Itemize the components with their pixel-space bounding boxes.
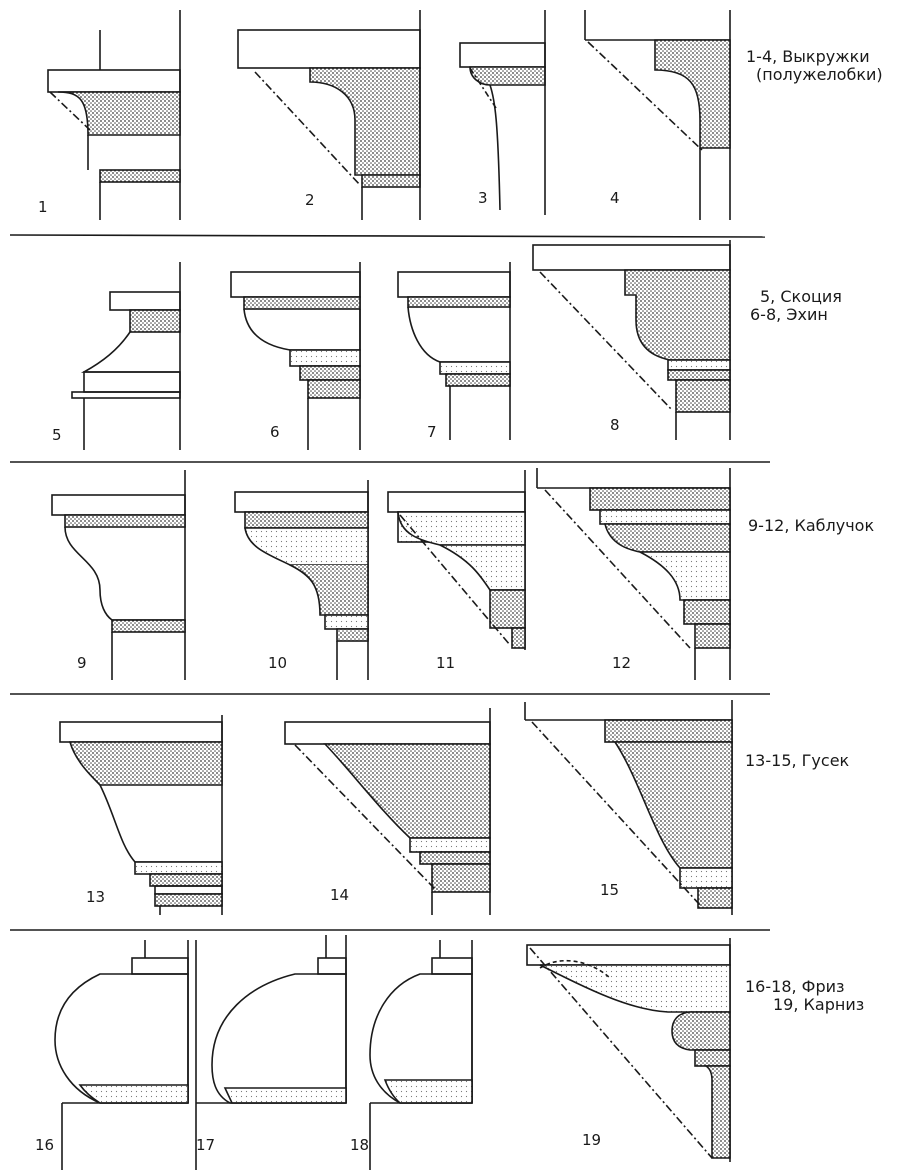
- figure-number-17: 17: [196, 1136, 215, 1154]
- figure-number-6: 6: [270, 423, 280, 441]
- figure-number-3: 3: [478, 189, 488, 207]
- section-divider: [9, 234, 766, 238]
- figure-number-10: 10: [268, 654, 287, 672]
- group-caption-line: 19, Карниз: [773, 995, 865, 1014]
- profile-14: [284, 708, 491, 915]
- profile-15: [524, 700, 733, 915]
- group-caption-4: 13-15, Гусек: [745, 752, 849, 770]
- group-caption-2: 5, Скоция 6-8, Эхин: [750, 287, 842, 324]
- group-caption-5: 16-18, Фриз 19, Карниз: [745, 978, 864, 1014]
- figure-number-11: 11: [436, 654, 455, 672]
- profile-2: [237, 10, 421, 220]
- figure-number-2: 2: [305, 191, 315, 209]
- profile-5: [71, 262, 181, 450]
- profile-9: [51, 470, 186, 680]
- group-caption-line: 16-18, Фриз: [745, 977, 845, 996]
- group-caption-3: 9-12, Каблучок: [748, 517, 874, 535]
- profile-13: [59, 715, 223, 915]
- figure-number-8: 8: [610, 416, 620, 434]
- profile-12: [536, 468, 731, 680]
- group-caption-line: 13-15, Гусек: [745, 751, 850, 770]
- profile-1: [47, 10, 181, 220]
- profile-6: [230, 262, 361, 450]
- profile-19: [526, 938, 731, 1162]
- group-caption-1: 1-4, Выкружки (полужелобки): [746, 48, 883, 84]
- group-caption-line: 1-4, Выкружки: [746, 47, 870, 66]
- figure-number-12: 12: [612, 654, 631, 672]
- profile-17: [195, 935, 347, 1170]
- figure-number-1: 1: [38, 198, 48, 216]
- figure-number-7: 7: [427, 423, 437, 441]
- group-caption-line: 9-12, Каблучок: [748, 516, 875, 535]
- profile-11: [387, 470, 526, 650]
- profile-3: [459, 10, 546, 215]
- figure-number-13: 13: [86, 888, 105, 906]
- profile-10: [234, 480, 369, 680]
- figure-number-5: 5: [52, 426, 62, 444]
- figure-number-9: 9: [77, 654, 87, 672]
- figure-number-15: 15: [600, 881, 619, 899]
- figure-number-18: 18: [350, 1136, 369, 1154]
- profile-18: [369, 940, 473, 1170]
- figure-number-4: 4: [610, 189, 620, 207]
- profile-16: [54, 940, 189, 1170]
- figure-number-16: 16: [35, 1136, 54, 1154]
- figure-number-19: 19: [582, 1131, 601, 1149]
- group-caption-line: 6-8, Эхин: [750, 305, 828, 324]
- group-caption-line: (полужелобки): [756, 65, 883, 84]
- figure-number-14: 14: [330, 886, 349, 904]
- profile-8: [532, 240, 731, 440]
- profile-7: [397, 262, 511, 440]
- profile-4: [584, 10, 731, 220]
- group-caption-line: 5, Скоция: [760, 287, 842, 306]
